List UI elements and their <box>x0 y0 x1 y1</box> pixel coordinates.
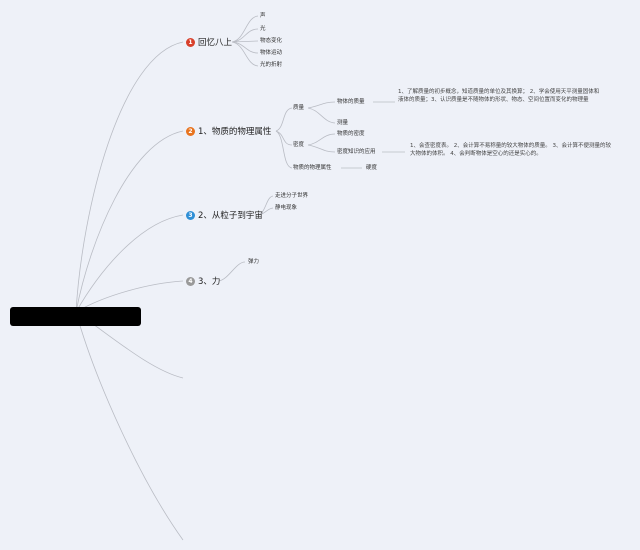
node-density[interactable]: 密度 <box>293 142 305 148</box>
leaf-elastic-force[interactable]: 弹力 <box>248 259 260 265</box>
topic-label: 1、物质的物理属性 <box>198 127 272 137</box>
root-node[interactable] <box>10 307 141 326</box>
topic-material-properties[interactable]: 2 1、物质的物理属性 <box>186 125 271 137</box>
topic-label: 3、力 <box>198 277 221 287</box>
priority-3-icon: 3 <box>186 210 195 220</box>
leaf-state-change[interactable]: 物态变化 <box>260 38 283 44</box>
node-density-application[interactable]: 密度知识的应用 <box>337 149 376 155</box>
node-measure[interactable]: 测量 <box>337 120 349 126</box>
note-mass-objectives: 1、了解质量的初步概念，知道质量的单位及其换算； 2、学会使用天平测量固体和液体… <box>398 89 600 103</box>
priority-2-icon: 2 <box>186 126 195 136</box>
leaf-sound[interactable]: 声 <box>260 13 266 19</box>
leaf-refraction[interactable]: 光的折射 <box>260 62 283 68</box>
node-mass[interactable]: 质量 <box>293 105 305 111</box>
topic-label: 2、从粒子到宇宙 <box>198 211 263 221</box>
node-physical-property[interactable]: 物质的物理属性 <box>293 165 332 171</box>
note-density-objectives: 1、会查密度表。 2、会计算不易称量的较大物体的质量。 3、会计算不便测量的较大… <box>410 143 611 157</box>
priority-1-icon: 1 <box>186 37 195 47</box>
node-object-mass[interactable]: 物体的质量 <box>337 99 365 105</box>
topic-particles-universe[interactable]: 3 2、从粒子到宇宙 <box>186 209 263 221</box>
topic-recall[interactable]: 1 回忆八上 <box>186 36 232 48</box>
leaf-light[interactable]: 光 <box>260 26 266 32</box>
priority-4-icon: 4 <box>186 276 195 286</box>
node-hardness[interactable]: 硬度 <box>366 165 378 171</box>
topic-force[interactable]: 4 3、力 <box>186 275 220 287</box>
node-substance-density[interactable]: 物质的密度 <box>337 131 365 137</box>
topic-label: 回忆八上 <box>198 38 233 48</box>
leaf-molecular-world[interactable]: 走进分子世界 <box>275 193 309 199</box>
leaf-motion[interactable]: 物体运动 <box>260 50 283 56</box>
leaf-static-electricity[interactable]: 静电现象 <box>275 205 298 211</box>
